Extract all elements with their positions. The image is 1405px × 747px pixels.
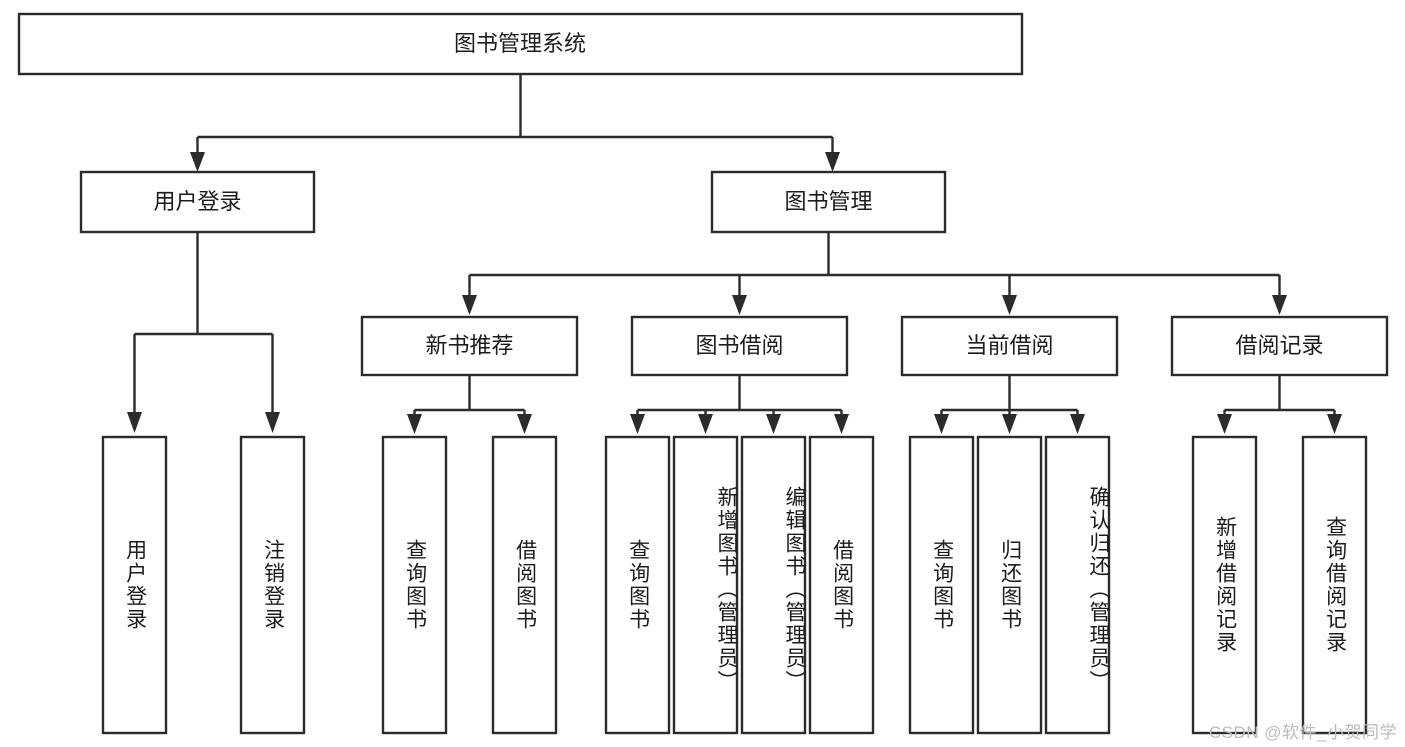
arrow-user-login-leaf1 [127, 412, 142, 433]
node-root-book-management-system[interactable] [17, 12, 1024, 76]
arrow-to-book-borrow [732, 295, 747, 315]
node-borrow-record-label: 借阅记录 [1235, 333, 1323, 358]
node-new-book-recommend[interactable] [360, 315, 579, 377]
arrow-new-book-leaf0 [407, 414, 422, 434]
arrow-borrow-record-leaf0 [1217, 414, 1232, 434]
arrow-current-borrow-leaf2 [1070, 414, 1085, 434]
node-user-login-label: 用户登录 [153, 189, 241, 214]
leaf-current-borrow-2[interactable] [1044, 435, 1111, 735]
arrow-book-borrow-leaf3 [834, 414, 849, 434]
arrow-book-borrow-leaf2 [766, 414, 781, 434]
leaf-current-borrow-1[interactable] [976, 435, 1043, 735]
leaf-book-borrow-0[interactable] [604, 435, 671, 735]
arrow-current-borrow-leaf1 [1002, 414, 1017, 434]
arrow-book-borrow-leaf0 [630, 414, 645, 434]
node-current-borrow-label: 当前借阅 [965, 333, 1053, 358]
leaf-new-book-recommend-1[interactable] [491, 435, 558, 735]
node-book-borrow[interactable] [630, 315, 849, 377]
leaf-book-borrow-2[interactable] [740, 435, 807, 735]
arrow-to-borrow-record [1272, 295, 1287, 315]
arrow-new-book-leaf1 [517, 414, 532, 434]
arrow-to-book-management [825, 152, 840, 172]
node-borrow-record[interactable] [1170, 315, 1389, 377]
leaf-book-borrow-3[interactable] [808, 435, 875, 735]
leaf-borrow-record-0[interactable] [1191, 435, 1258, 735]
node-root-label: 图书管理系统 [454, 31, 586, 56]
arrow-to-user-login [190, 152, 205, 172]
leaf-new-book-recommend-0[interactable] [381, 435, 448, 735]
arrow-user-login-leaf2 [265, 412, 280, 433]
leaf-current-borrow-0[interactable] [908, 435, 975, 735]
node-book-management-label: 图书管理 [784, 189, 872, 214]
node-book-management[interactable] [710, 170, 947, 234]
leaf-book-borrow-1[interactable] [672, 435, 739, 735]
arrow-current-borrow-leaf0 [934, 414, 949, 434]
node-book-borrow-label: 图书借阅 [695, 333, 783, 358]
arrow-to-current-borrow [1002, 295, 1017, 315]
csdn-watermark: CSDN @软件_小贺同学 [1208, 723, 1397, 742]
node-current-borrow[interactable] [900, 315, 1119, 377]
leaf-borrow-record-1[interactable] [1301, 435, 1368, 735]
arrow-book-borrow-leaf1 [698, 414, 713, 434]
arrow-to-new-book [462, 295, 477, 315]
node-new-book-recommend-label: 新书推荐 [425, 333, 513, 358]
leaf-user-login-0[interactable] [101, 435, 168, 735]
arrow-borrow-record-leaf1 [1327, 414, 1342, 434]
leaf-user-login-1[interactable] [239, 435, 306, 735]
